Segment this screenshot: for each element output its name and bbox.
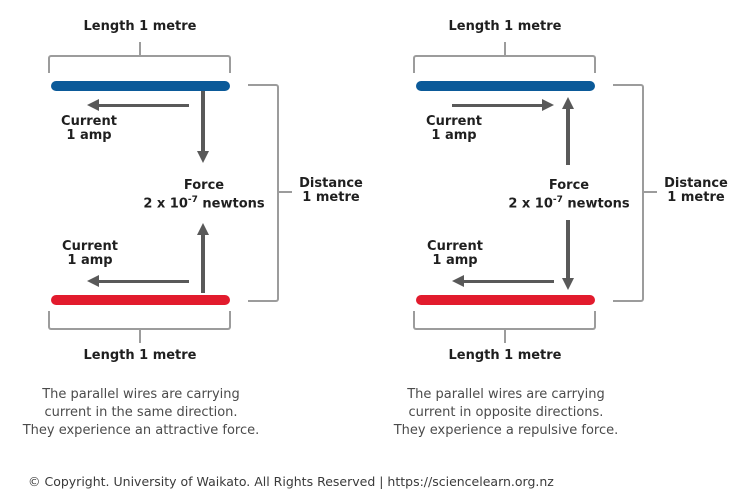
length-bracket-top — [48, 55, 231, 73]
current-bottom-label: Current 1 amp — [40, 240, 140, 268]
current-top-label: Current 1 amp — [404, 115, 504, 143]
caption-line3: They experience a repulsive force. — [393, 423, 619, 438]
length-top-label: Length 1 metre — [83, 19, 197, 34]
current-top-line1: Current — [61, 114, 117, 129]
distance-bracket-tick — [278, 191, 292, 193]
caption-line2: current in the same direction. — [44, 405, 238, 420]
caption-line1: The parallel wires are carrying — [42, 387, 240, 402]
length-bracket-top — [413, 55, 596, 73]
distance-bracket — [613, 84, 644, 302]
caption-line2: current in opposite directions. — [408, 405, 604, 420]
arrowhead-icon — [87, 275, 99, 287]
current-arrow-bottom-icon — [87, 275, 189, 287]
wire-top — [51, 81, 230, 91]
caption-opposite-direction: The parallel wires are carrying current … — [374, 386, 638, 440]
force-value-prefix: 2 x 10 — [508, 196, 553, 212]
arrow-shaft — [452, 103, 542, 107]
diagram-opposite-direction: Length 1 metre Current 1 amp Force 2 x 1… — [365, 0, 730, 460]
current-top-line1: Current — [426, 114, 482, 129]
current-arrow-top-icon — [87, 99, 189, 111]
caption-line3: They experience an attractive force. — [22, 423, 260, 438]
force-value-prefix: 2 x 10 — [143, 196, 188, 212]
arrow-shaft — [201, 91, 205, 151]
length-bracket-bottom — [48, 311, 231, 330]
current-top-line2: 1 amp — [66, 128, 112, 143]
current-bottom-label: Current 1 amp — [405, 240, 505, 268]
copyright-notice: © Copyright. University of Waikato. All … — [28, 474, 554, 489]
force-line2: 2 x 10-7 newtons — [479, 193, 659, 211]
arrowhead-icon — [197, 223, 209, 235]
force-value-exponent: -7 — [552, 195, 563, 205]
current-arrow-bottom-icon — [452, 275, 554, 287]
distance-line2: 1 metre — [302, 190, 360, 205]
force-arrow-bottom-icon — [562, 220, 574, 290]
distance-bracket — [248, 84, 279, 302]
arrow-shaft — [566, 220, 570, 278]
wire-bottom — [51, 295, 230, 305]
current-bottom-line2: 1 amp — [67, 253, 113, 268]
current-top-line2: 1 amp — [431, 128, 477, 143]
caption-same-direction: The parallel wires are carrying current … — [9, 386, 273, 440]
distance-line1: Distance — [664, 176, 728, 191]
current-bottom-line2: 1 amp — [432, 253, 478, 268]
arrow-shaft — [99, 103, 189, 107]
arrowhead-icon — [197, 151, 209, 163]
wire-top — [416, 81, 595, 91]
distance-bracket-tick — [643, 191, 657, 193]
current-arrow-top-icon — [452, 99, 554, 111]
current-top-label: Current 1 amp — [39, 115, 139, 143]
wire-bottom — [416, 295, 595, 305]
diagram-same-direction: Length 1 metre Current 1 amp Force 2 x 1… — [0, 0, 365, 460]
force-arrow-top-icon — [562, 97, 574, 165]
length-bracket-bottom-tick — [139, 329, 141, 343]
arrow-shaft — [464, 279, 554, 283]
force-label: Force 2 x 10-7 newtons — [114, 178, 294, 211]
force-arrow-bottom-icon — [197, 223, 209, 293]
length-bracket-bottom-tick — [504, 329, 506, 343]
force-value-exponent: -7 — [187, 195, 198, 205]
length-bottom-label: Length 1 metre — [448, 348, 562, 363]
arrowhead-icon — [562, 278, 574, 290]
force-line2: 2 x 10-7 newtons — [114, 193, 294, 211]
arrowhead-icon — [452, 275, 464, 287]
length-bracket-top-tick — [504, 42, 506, 55]
arrowhead-icon — [87, 99, 99, 111]
arrow-shaft — [566, 109, 570, 165]
force-value-suffix: newtons — [562, 196, 630, 212]
length-bracket-top-tick — [139, 42, 141, 55]
force-value-suffix: newtons — [197, 196, 265, 212]
arrow-shaft — [201, 235, 205, 293]
length-bracket-bottom — [413, 311, 596, 330]
distance-line2: 1 metre — [667, 190, 725, 205]
current-bottom-line1: Current — [62, 239, 118, 254]
force-line1: Force — [548, 178, 590, 193]
current-bottom-line1: Current — [427, 239, 483, 254]
caption-line1: The parallel wires are carrying — [407, 387, 605, 402]
length-bottom-label: Length 1 metre — [83, 348, 197, 363]
length-top-label: Length 1 metre — [448, 19, 562, 34]
distance-label: Distance 1 metre — [656, 177, 736, 205]
arrowhead-icon — [562, 97, 574, 109]
distance-line1: Distance — [299, 176, 363, 191]
force-line1: Force — [183, 178, 225, 193]
force-arrow-top-icon — [197, 91, 209, 163]
force-label: Force 2 x 10-7 newtons — [479, 178, 659, 211]
distance-label: Distance 1 metre — [291, 177, 371, 205]
arrow-shaft — [99, 279, 189, 283]
arrowhead-icon — [542, 99, 554, 111]
